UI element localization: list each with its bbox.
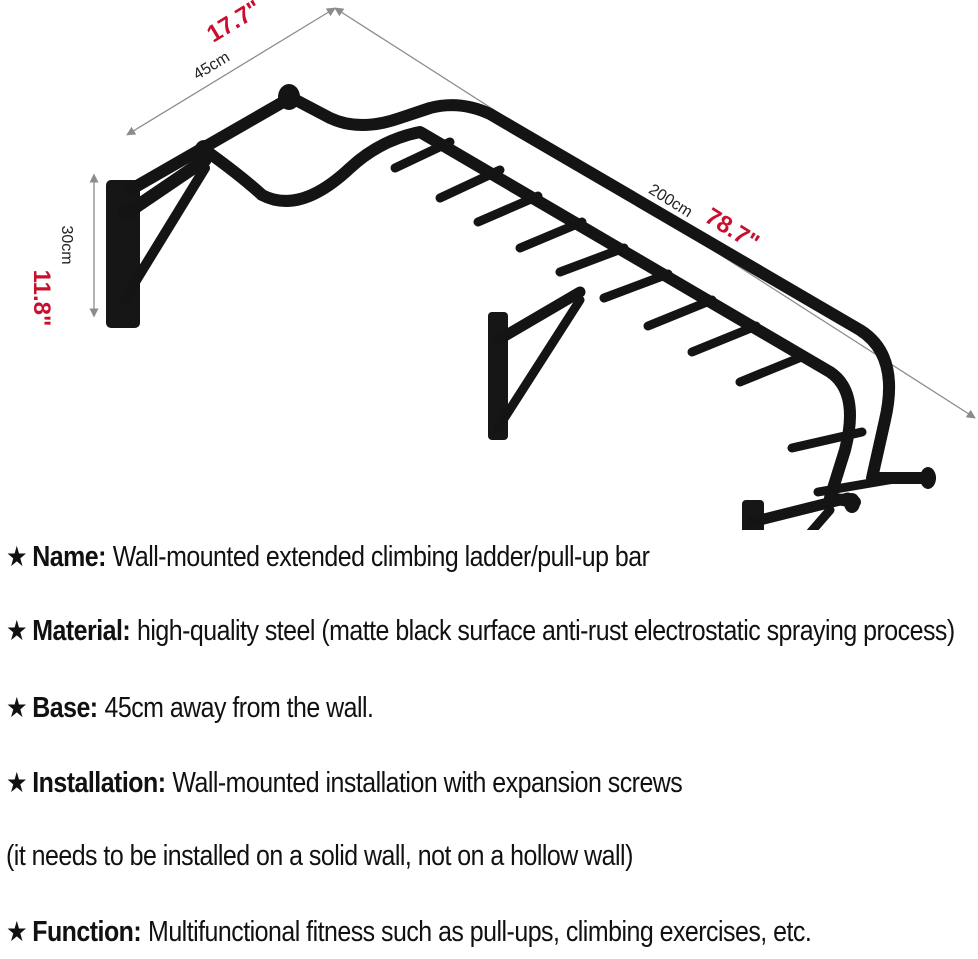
- spec-value: high-quality steel (matte black surface …: [137, 615, 955, 647]
- depth-dimension-line: [126, 7, 336, 136]
- spec-value: (it needs to be installed on a solid wal…: [6, 840, 633, 872]
- spec-value: Multifunctional fitness such as pull-ups…: [148, 916, 812, 948]
- spec-name: ★Name:Wall-mounted extended climbing lad…: [6, 540, 650, 574]
- depth-cm-label: 45cm: [191, 49, 233, 84]
- star-icon: ★: [6, 541, 28, 572]
- star-icon: ★: [6, 615, 28, 646]
- spec-key: Installation:: [32, 767, 166, 799]
- wall-plate-middle: [488, 312, 508, 440]
- spec-key: Function:: [32, 916, 142, 948]
- star-icon: ★: [6, 767, 28, 798]
- spec-value: Wall-mounted installation with expansion…: [172, 767, 683, 799]
- spec-key: Name:: [32, 541, 106, 573]
- star-icon: ★: [6, 916, 28, 947]
- spec-material: ★Material:high-quality steel (matte blac…: [6, 614, 955, 648]
- spec-function: ★Function:Multifunctional fitness such a…: [6, 915, 812, 949]
- product-figure: 45cm 17.7" 200cm 78.7" 30cm 11.8": [28, 0, 976, 530]
- height-inch-label: 11.8": [28, 270, 55, 327]
- spec-installation-note: (it needs to be installed on a solid wal…: [6, 840, 633, 873]
- spec-base: ★Base:45cm away from the wall.: [6, 691, 374, 725]
- height-cm-label: 30cm: [58, 225, 75, 264]
- spec-key: Base:: [32, 692, 98, 724]
- climbing-ladder-image: [106, 84, 936, 530]
- spec-key: Material:: [32, 615, 131, 647]
- spec-value: Wall-mounted extended climbing ladder/pu…: [112, 541, 650, 573]
- spec-installation: ★Installation:Wall-mounted installation …: [6, 766, 683, 800]
- depth-inch-label: 17.7": [202, 0, 266, 48]
- star-icon: ★: [6, 692, 28, 723]
- spec-value: 45cm away from the wall.: [104, 692, 374, 724]
